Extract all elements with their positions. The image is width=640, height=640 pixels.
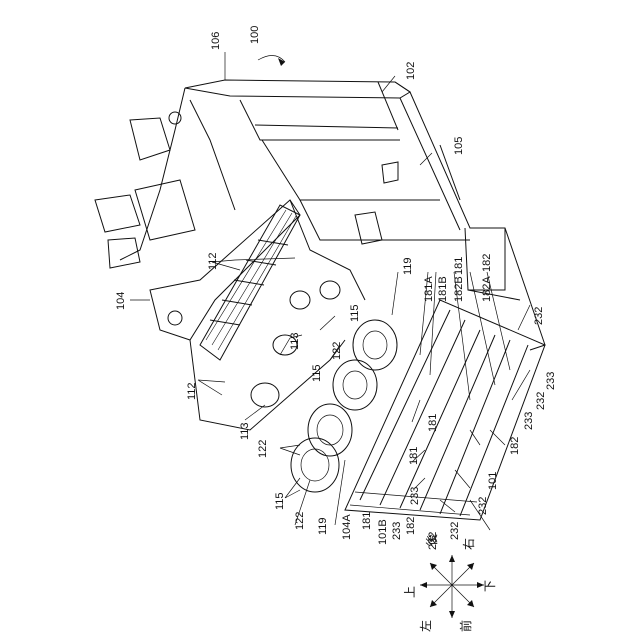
label-233-c: 233 [409,487,421,505]
lower-tray-101 [345,300,545,520]
label-105: 105 [453,137,465,155]
socket-row [251,281,397,492]
label-112-bottom: 112 [186,382,198,400]
label-181-top: 181 [453,257,465,275]
label-181A: 181A [423,276,435,302]
label-181-bottom: 181 [361,512,373,530]
housing-body [95,80,545,350]
label-233-d: 233 [391,522,403,540]
label-181-mid: 181 [427,414,439,432]
label-115-mid: 115 [311,364,323,382]
label-119-top: 119 [402,257,414,275]
label-101B: 101B [377,519,389,545]
label-104A: 104A [341,514,353,540]
assembly-arrow-head [278,58,285,66]
terminal-grid-112 [200,205,300,360]
label-232-d: 232 [449,522,461,540]
label-104: 104 [115,292,127,310]
label-182-right: 182 [509,437,521,455]
label-113-top: 113 [289,332,301,350]
label-181-lower: 181 [408,447,420,465]
compass-right: 右 [461,538,476,550]
label-106: 106 [210,32,222,50]
label-119-bottom: 119 [317,517,329,535]
label-112-top: 112 [207,252,219,270]
label-233-a: 233 [545,372,557,390]
label-182-bottom: 182 [405,517,417,535]
compass-down: 下 [483,580,497,592]
label-182A: 182A [481,276,493,302]
label-101: 101 [487,472,499,490]
label-115-bottom: 115 [274,492,286,510]
label-100: 100 [249,26,261,44]
label-181B: 181B [437,276,449,302]
label-232-a: 232 [533,307,545,325]
label-113-bottom: 113 [239,422,251,440]
label-232-b: 232 [535,392,547,410]
label-122-bottom: 122 [294,512,306,530]
compass-front: 前 [458,620,473,632]
label-232-c: 232 [477,497,489,515]
compass-back: 後 [425,534,439,546]
label-233-b: 233 [523,412,535,430]
label-182-top: 182 [481,254,493,272]
label-122-top: 122 [331,342,343,360]
label-115-top: 115 [349,304,361,322]
direction-compass [420,555,484,618]
connector-block-104 [150,200,365,430]
compass-up: 上 [403,586,417,598]
label-122-mid: 122 [257,440,269,458]
leader-lines [130,52,530,530]
label-182B: 182B [453,276,465,302]
compass-left: 左 [418,620,433,632]
label-102: 102 [405,62,417,80]
